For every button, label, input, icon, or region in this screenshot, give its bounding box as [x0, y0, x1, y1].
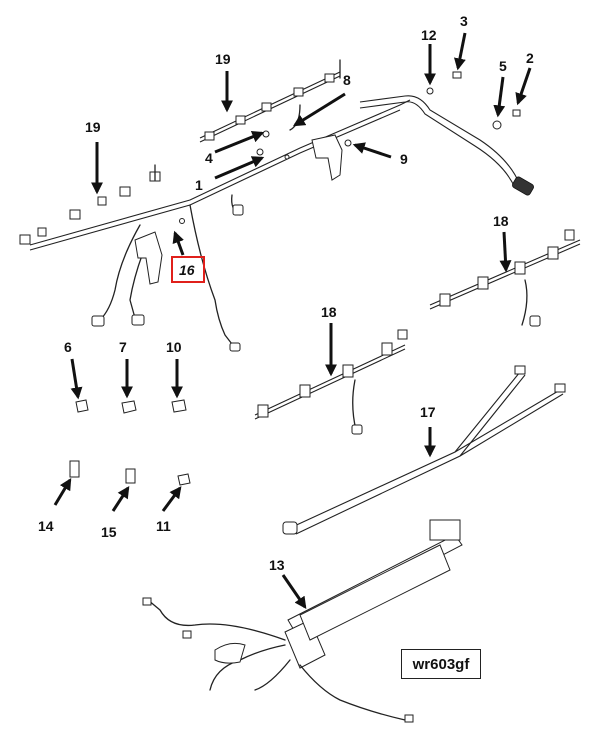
callout-3: 3 — [460, 13, 468, 29]
callout-19-left: 19 — [85, 119, 101, 135]
callout-10: 10 — [166, 339, 182, 355]
callout-labels: 1 2 3 4 5 6 7 8 9 10 11 12 13 14 15 17 1… — [38, 13, 534, 573]
callout-4: 4 — [205, 150, 213, 166]
callout-2: 2 — [526, 50, 534, 66]
callout-13: 13 — [269, 557, 285, 573]
fuel-rail-harness-right — [429, 229, 581, 327]
highlighted-callout[interactable]: 16 — [171, 256, 205, 283]
highlight-box — [171, 256, 205, 283]
callout-arrows — [53, 32, 532, 609]
callout-12: 12 — [421, 27, 437, 43]
callout-7: 7 — [119, 339, 127, 355]
callout-17: 17 — [420, 404, 436, 420]
callout-6: 6 — [64, 339, 72, 355]
callout-18-middle: 18 — [321, 304, 337, 320]
callout-18-right: 18 — [493, 213, 509, 229]
callout-15: 15 — [101, 524, 117, 540]
fuel-rail-harness-middle — [254, 329, 408, 435]
callout-11: 11 — [156, 518, 171, 534]
callout-19-top: 19 — [215, 51, 231, 67]
reference-code: wr603gf — [412, 655, 470, 673]
fuel-rail-assembly — [142, 519, 463, 723]
callout-14: 14 — [38, 518, 54, 534]
main-harness — [19, 59, 534, 352]
clip-group-bottom — [69, 460, 191, 486]
reference-code-box: wr603gf — [401, 649, 481, 679]
callout-1: 1 — [195, 177, 203, 193]
callout-5: 5 — [499, 58, 507, 74]
clip-group-top — [75, 399, 187, 414]
hose-assembly — [282, 365, 566, 535]
callout-8: 8 — [343, 72, 351, 88]
callout-9: 9 — [400, 151, 408, 167]
callout-16: 16 — [179, 262, 195, 278]
